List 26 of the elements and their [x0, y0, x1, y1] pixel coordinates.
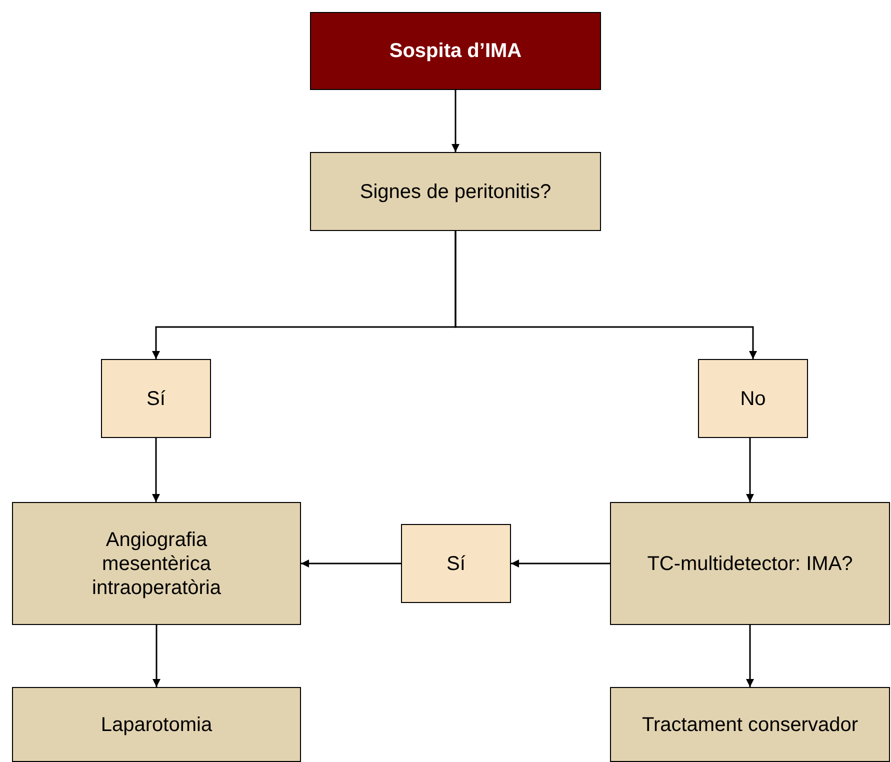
arrow	[152, 438, 160, 502]
answer-box	[101, 359, 211, 438]
box-label: Laparotomia	[100, 712, 214, 736]
answer-box	[698, 359, 808, 438]
answer-box	[401, 524, 511, 603]
process-box	[610, 502, 890, 625]
box-label: Sospita d’IMA	[388, 39, 523, 63]
arrow	[152, 625, 160, 687]
start-box	[310, 12, 601, 90]
process-box	[12, 502, 301, 625]
arrow	[454, 231, 757, 359]
process-box	[610, 687, 890, 762]
box-label: Signes de peritonitis?	[358, 180, 552, 204]
arrow	[746, 438, 754, 502]
arrow	[452, 90, 460, 152]
box-label: No	[739, 386, 767, 410]
box-label: Sí	[146, 386, 166, 410]
box-label: Angiografia mesentèrica intraoperatòria	[91, 528, 222, 600]
box-label: Tractament conservador	[640, 712, 859, 736]
box-label: Sí	[446, 552, 466, 576]
arrow	[301, 560, 401, 568]
process-box	[310, 152, 601, 231]
arrow	[511, 560, 610, 568]
box-label: TC-multidetector: IMA?	[646, 552, 854, 576]
process-box	[12, 687, 301, 762]
arrow	[746, 625, 754, 687]
